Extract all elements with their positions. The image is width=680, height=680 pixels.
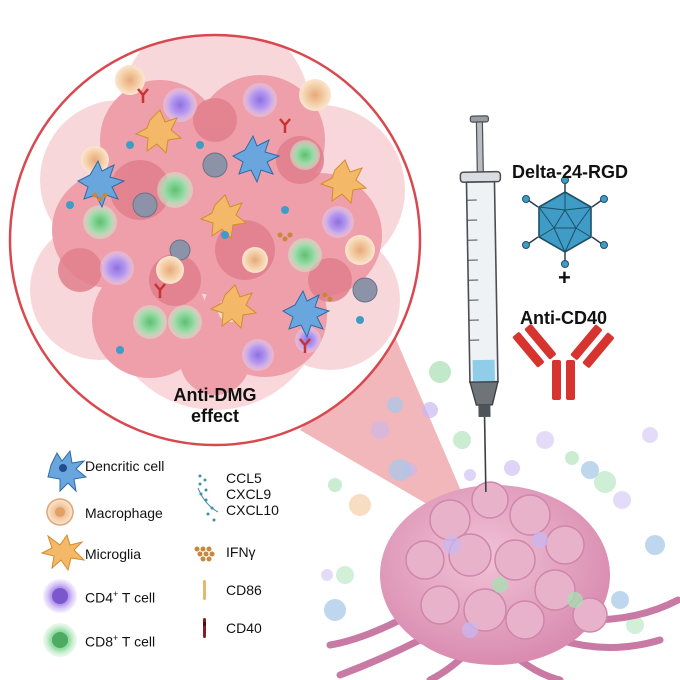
plus-symbol: + — [558, 265, 571, 290]
cd8-prefix: CD8 — [85, 633, 114, 650]
virus-label: Delta-24-RGD — [512, 162, 629, 182]
legend-microglia-icon — [40, 533, 86, 572]
legend-label-cd40: CD40 — [226, 620, 262, 636]
legend-label-macrophage: Macrophage — [85, 505, 163, 521]
chemokine-cxcl9: CXCL9 — [226, 486, 272, 502]
tumor-mass — [380, 481, 610, 665]
cd8-sup: + — [113, 633, 119, 643]
legend-cd40-icon — [203, 618, 206, 638]
legend-dendritic-icon — [47, 449, 88, 493]
effect-title-line2: effect — [190, 406, 239, 426]
antibody-label: Anti-CD40 — [520, 308, 608, 328]
legend-label-microglia: Microglia — [85, 546, 142, 562]
legend-chemokine-icon — [197, 474, 219, 522]
cd4-sup: + — [113, 589, 119, 599]
legend-label-cd4: CD4+ T cell — [85, 589, 155, 606]
chemokine-cxcl10: CXCL10 — [226, 502, 279, 518]
legend-label-cd8: CD8+ T cell — [85, 633, 155, 650]
legend-cd86-icon — [203, 580, 206, 600]
cd8-suffix: T cell — [118, 633, 156, 650]
tumor-tendrils — [326, 596, 680, 680]
tissue-section — [10, 35, 420, 445]
legend-cd4-icon — [43, 579, 77, 613]
external-dendritic-cells — [324, 397, 665, 621]
zoom-circle-border — [8, 33, 422, 447]
cd4-suffix: T cell — [118, 589, 156, 606]
legend-cd8-icon — [43, 623, 77, 657]
effect-title: Anti-DMG effect — [140, 385, 290, 427]
legend-ifn-icon — [194, 546, 215, 562]
legend-label-dendritic: Dencritic cell — [85, 458, 165, 474]
chemokine-ccl5: CCL5 — [226, 470, 262, 486]
legend-label-cd86: CD86 — [226, 582, 262, 598]
legend-label-chemokines: CCL5 CXCL9 CXCL10 — [226, 470, 279, 518]
legend-macrophage-icon — [46, 498, 74, 526]
scattered-cells — [321, 361, 658, 634]
effect-title-line1: Anti-DMG — [173, 385, 257, 405]
virus-icon — [522, 176, 608, 268]
legend-label-ifn: IFNγ — [226, 544, 256, 560]
antibody-icon — [512, 324, 614, 400]
syringe — [459, 115, 502, 492]
cd4-prefix: CD4 — [85, 589, 114, 606]
